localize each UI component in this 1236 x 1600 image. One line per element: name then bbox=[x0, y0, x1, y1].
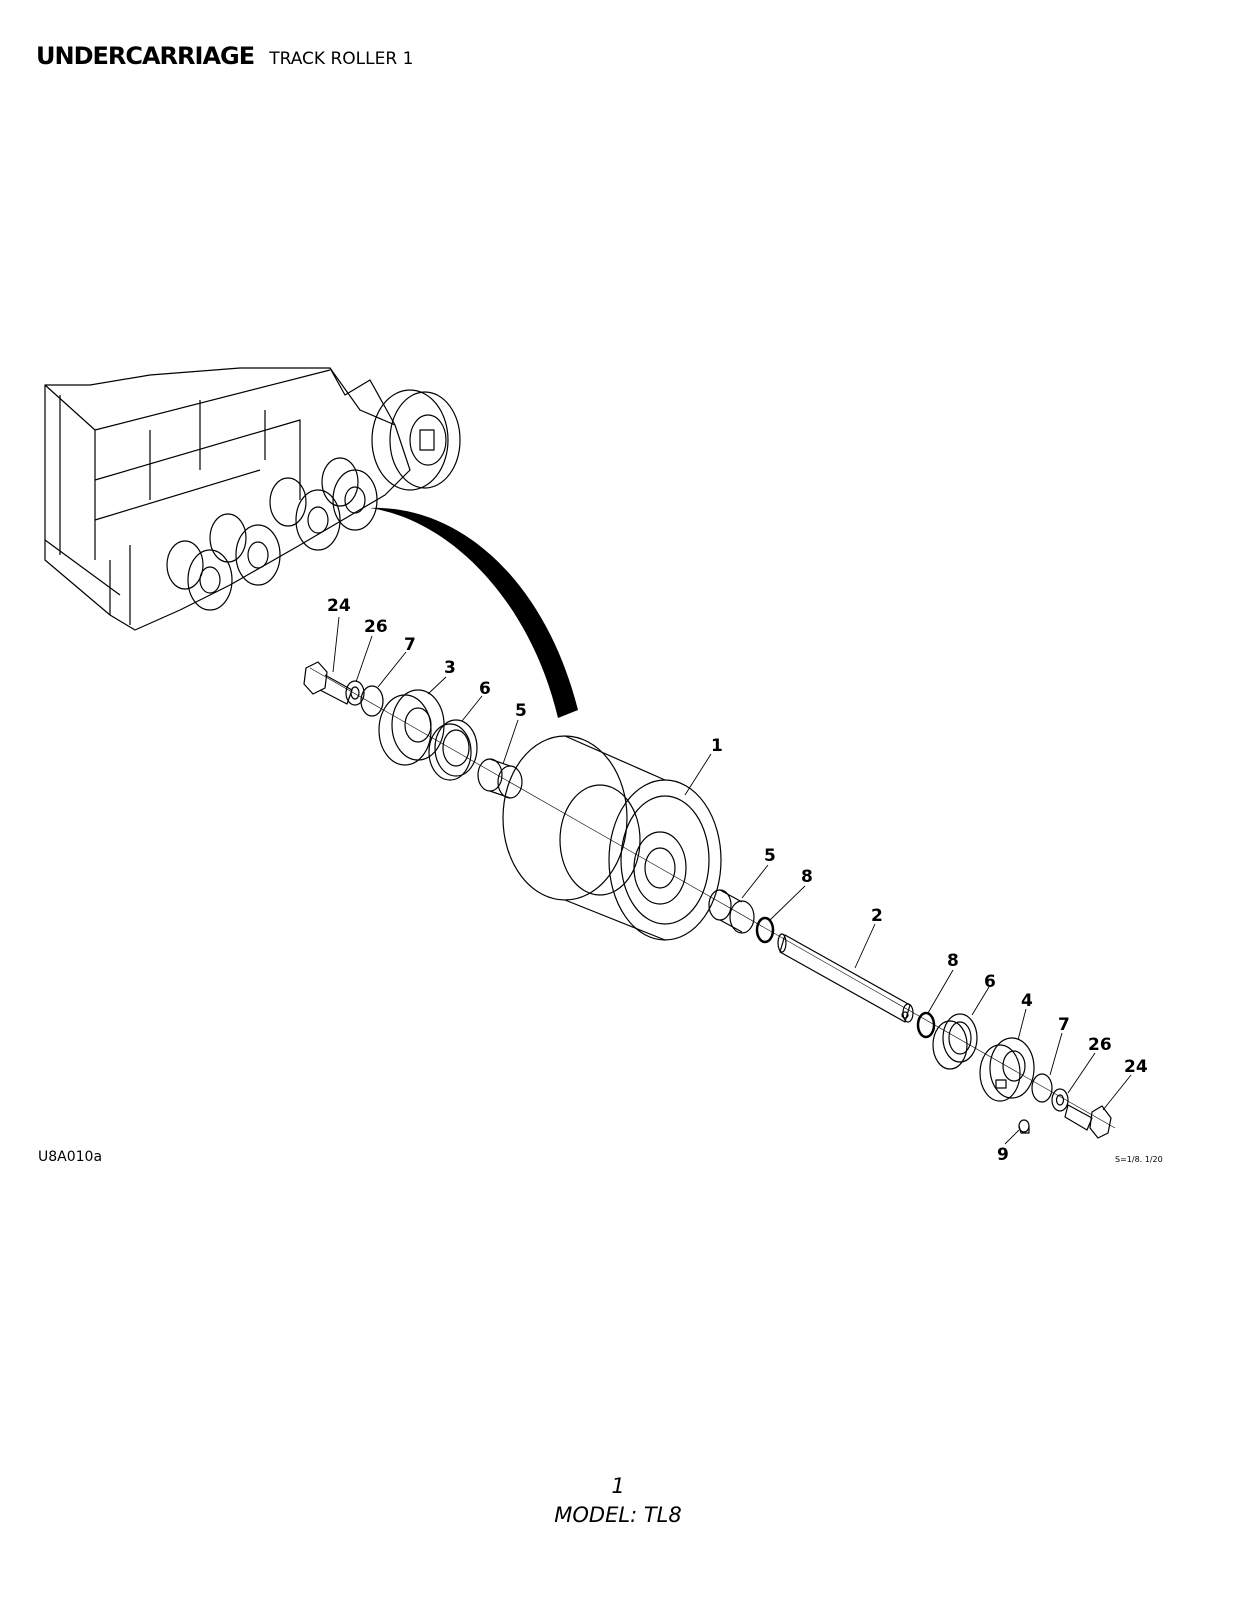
callout-2: 2 bbox=[871, 906, 883, 926]
part-8-o-ring-upper bbox=[755, 916, 775, 944]
page-header: UNDERCARRIAGE TRACK ROLLER 1 bbox=[36, 42, 413, 70]
page-number: 1 bbox=[611, 1474, 625, 1498]
callout-6-left: 6 bbox=[479, 679, 491, 699]
part-6-seal-right bbox=[932, 1013, 978, 1070]
callout-24-left: 24 bbox=[327, 596, 351, 616]
callout-26-right: 26 bbox=[1088, 1035, 1112, 1055]
part-1-track-roller bbox=[502, 735, 722, 941]
callout-6-right: 6 bbox=[984, 972, 996, 992]
frame-track-rollers bbox=[166, 457, 378, 611]
section-subtitle: TRACK ROLLER 1 bbox=[269, 49, 414, 69]
scale-note: S=1/8. 1/20 bbox=[1115, 1155, 1163, 1164]
callout-9: 9 bbox=[997, 1145, 1009, 1165]
part-8-o-ring-lower bbox=[916, 1011, 936, 1039]
axle-centerline bbox=[309, 667, 1116, 1129]
part-9-grease-plug bbox=[1018, 1119, 1030, 1134]
front-idler-wheel bbox=[371, 389, 461, 491]
callout-7-right: 7 bbox=[1058, 1015, 1070, 1035]
part-26-washer-left-hole bbox=[350, 686, 360, 700]
callout-1: 1 bbox=[711, 736, 723, 756]
part-26-washer-right-hole bbox=[1055, 1094, 1065, 1106]
part-26-washer-right bbox=[1051, 1088, 1069, 1112]
callout-7-left: 7 bbox=[404, 635, 416, 655]
part-7-snap-ring-right bbox=[1031, 1073, 1053, 1103]
part-4-end-cap bbox=[979, 1037, 1035, 1102]
part-2-shaft bbox=[777, 933, 914, 1023]
callout-8-upper: 8 bbox=[801, 867, 813, 887]
callout-5-left: 5 bbox=[515, 701, 527, 721]
part-7-snap-ring-left bbox=[360, 685, 384, 717]
leader-lines bbox=[332, 616, 1132, 1145]
part-6-seal-left bbox=[428, 719, 478, 781]
part-24-bolt-right bbox=[1064, 1104, 1112, 1139]
part-26-washer-left bbox=[345, 680, 365, 706]
callout-5-right: 5 bbox=[764, 846, 776, 866]
undercarriage-frame bbox=[44, 367, 411, 631]
part-24-bolt-left bbox=[303, 661, 353, 705]
callout-26-left: 26 bbox=[364, 617, 388, 637]
detail-connector-arrow bbox=[370, 507, 578, 718]
callout-labels: 24 26 7 3 6 5 1 5 8 2 8 6 4 7 26 24 9 bbox=[327, 596, 1148, 1165]
callout-4: 4 bbox=[1021, 991, 1033, 1011]
figure-code: U8A010a bbox=[38, 1149, 102, 1165]
part-3-bearing bbox=[378, 689, 445, 766]
callout-8-lower: 8 bbox=[947, 951, 959, 971]
model-label: MODEL: TL8 bbox=[554, 1503, 682, 1527]
part-5-bushing-right bbox=[708, 889, 755, 934]
section-title: UNDERCARRIAGE bbox=[36, 42, 255, 70]
part-5-bushing-left bbox=[477, 758, 523, 799]
callout-24-right: 24 bbox=[1124, 1057, 1148, 1077]
callout-3: 3 bbox=[444, 658, 456, 678]
